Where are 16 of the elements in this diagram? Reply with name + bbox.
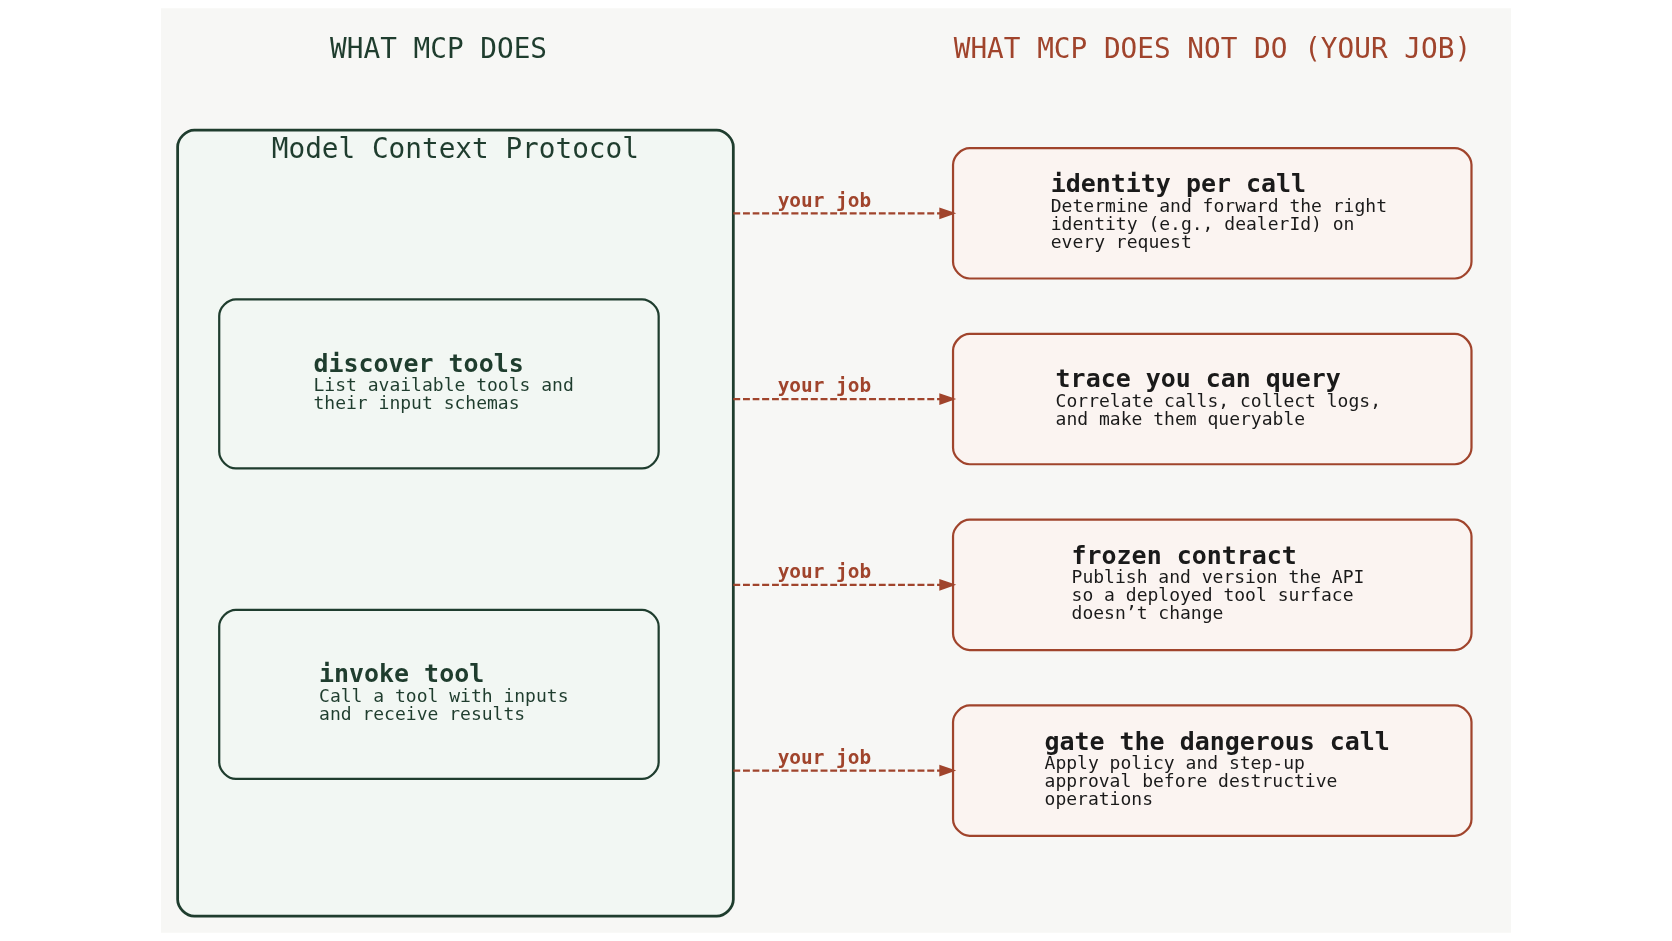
node-box: invoke tool Call a tool with inputs and receive results — [218, 608, 660, 781]
edge-label: your job — [777, 745, 872, 769]
node-box: discover tools List available tools and their input schemas — [218, 298, 660, 470]
arrow — [733, 207, 957, 220]
arrow — [733, 764, 957, 777]
label: WHAT MCP DOES NOT DO (YOUR JOB) — [953, 32, 1472, 66]
node-box: trace you can query Correlate calls, collect logs, and make them queryable — [951, 332, 1473, 466]
label: WHAT MCP DOES — [330, 32, 548, 66]
edge-label: your job — [777, 188, 872, 212]
node-box: gate the dangerous call Apply policy and step-up approval before destructive operations — [951, 704, 1473, 837]
arrow — [733, 578, 957, 591]
edge-label: your job — [777, 374, 872, 398]
node-box: frozen contract Publish and version the API so a deployed tool surface doesn’t change — [951, 518, 1473, 652]
edge-label: your job — [777, 560, 872, 584]
node-box: identity per call Determine and forward the right identity (e.g., dealerId) on every request — [951, 147, 1473, 280]
arrow — [733, 393, 957, 406]
